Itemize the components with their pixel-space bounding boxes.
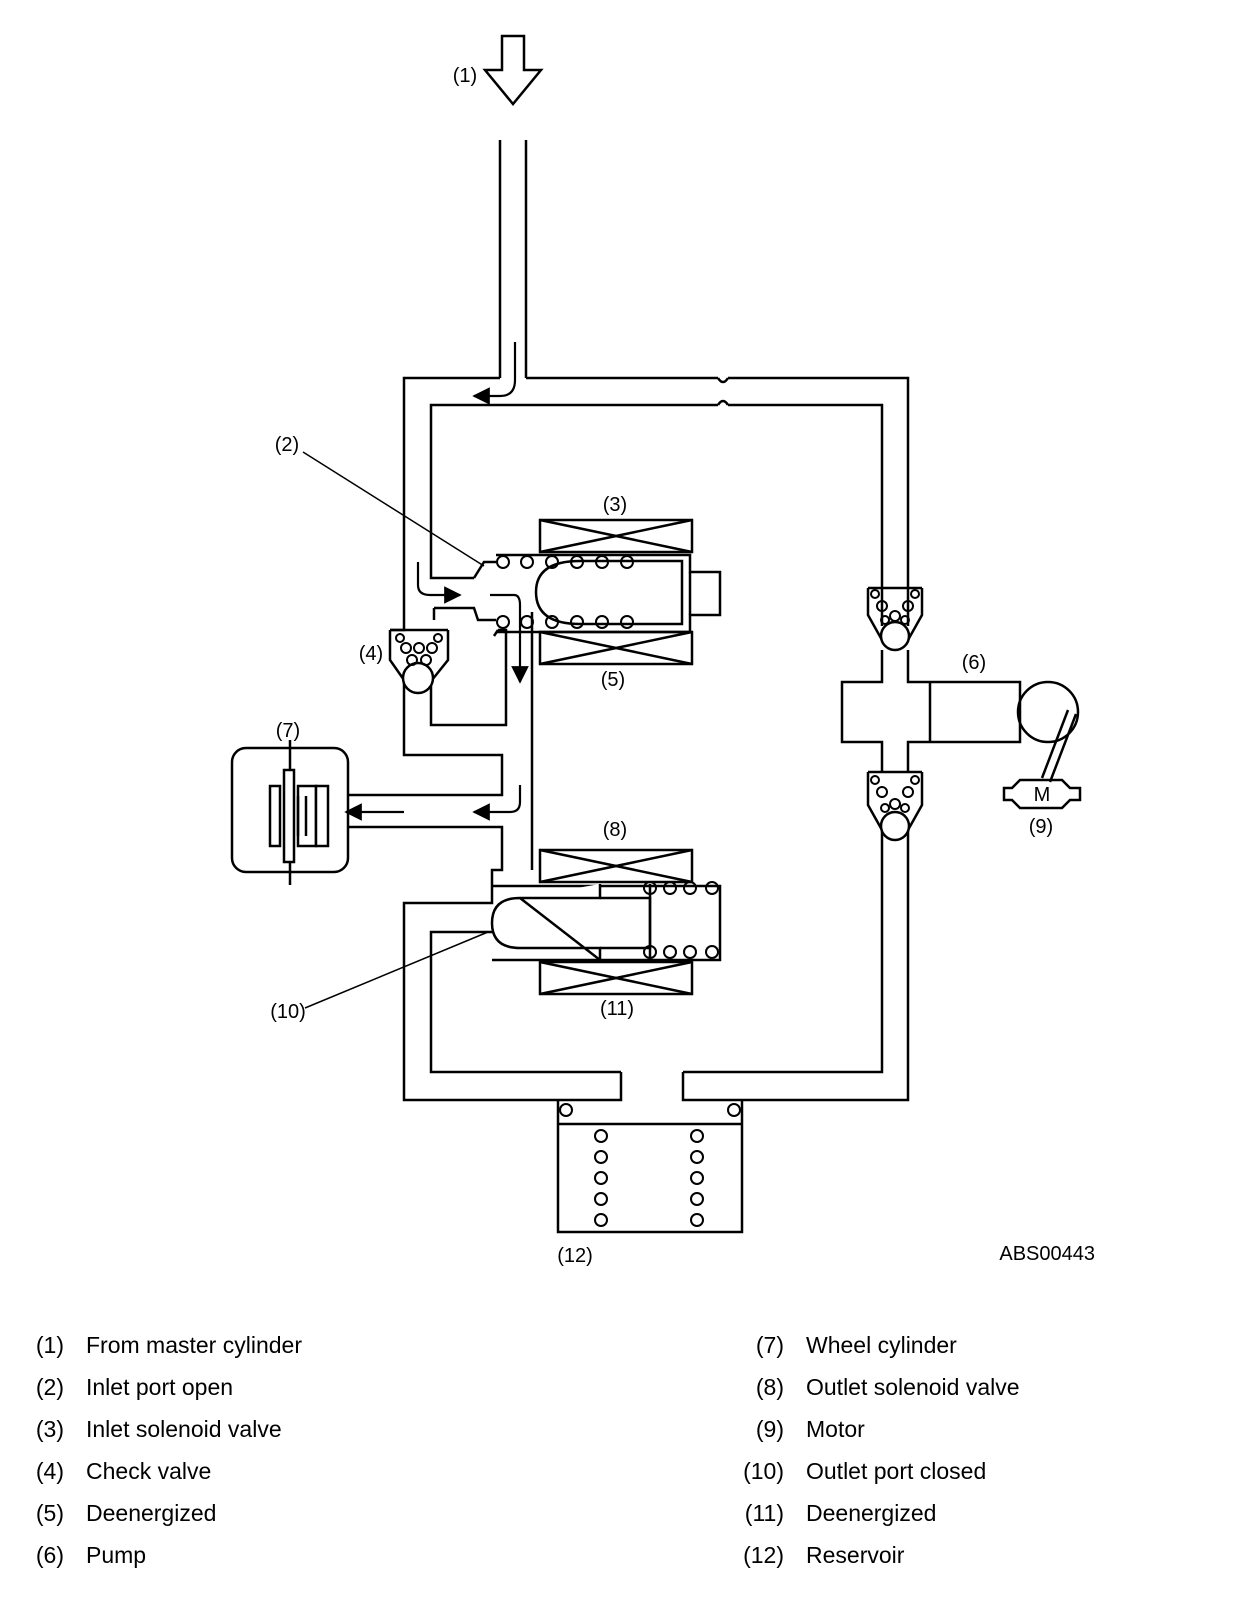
callout-2: (2) — [275, 434, 299, 456]
legend-label: Motor — [806, 1416, 865, 1442]
inlet-valve-body — [496, 553, 722, 634]
legend-label: Inlet solenoid valve — [86, 1416, 282, 1442]
callout-8: (8) — [603, 819, 627, 841]
legend-number: (5) — [35, 1500, 64, 1526]
pipe-notch — [716, 377, 730, 406]
motor-symbol: M — [1034, 784, 1051, 806]
abs-hydraulic-diagram: M (1) (2) (3) (4) (5) (6) (7) (8) (9) (1… — [230, 34, 1095, 1267]
reservoir — [556, 1100, 744, 1234]
inlet-pipe — [498, 140, 528, 378]
wheel-cylinder — [230, 740, 350, 885]
legend-number: (7) — [755, 1332, 784, 1358]
callout-5: (5) — [601, 669, 625, 691]
legend-number: (2) — [35, 1374, 64, 1400]
master-cylinder-inflow-arrow — [482, 34, 544, 106]
callout-6: (6) — [962, 652, 986, 674]
check-valve — [388, 628, 450, 695]
callout-10: (10) — [270, 1001, 306, 1023]
legend-number: (1) — [35, 1332, 64, 1358]
legend-label: Inlet port open — [86, 1374, 234, 1400]
callout-4: (4) — [359, 643, 383, 665]
outlet-solenoid-coil — [538, 848, 694, 996]
callout-7: (7) — [276, 720, 300, 742]
legend-label: Check valve — [86, 1458, 212, 1484]
legend-number: (4) — [35, 1458, 64, 1484]
leader-lines — [302, 451, 489, 1009]
legend-label: Outlet solenoid valve — [806, 1374, 1020, 1400]
circuit-outer-wall — [348, 376, 910, 1102]
inlet-valve-spring — [496, 555, 634, 629]
callout-1: (1) — [453, 65, 477, 87]
inlet-solenoid-coil — [538, 518, 694, 666]
pump — [840, 586, 1080, 842]
legend-label: Reservoir — [806, 1542, 905, 1568]
figure-code: ABS00443 — [999, 1243, 1095, 1265]
legend-number: (11) — [744, 1500, 784, 1526]
callout-12: (12) — [557, 1245, 593, 1267]
legend-number: (10) — [743, 1458, 784, 1484]
legend-label: Outlet port closed — [806, 1458, 987, 1484]
outlet-valve-body — [490, 884, 722, 963]
callout-9: (9) — [1029, 816, 1053, 838]
legend-label: From master cylinder — [86, 1332, 302, 1358]
inlet-port — [432, 560, 500, 637]
legend-number: (9) — [755, 1416, 784, 1442]
legend-number: (8) — [755, 1374, 784, 1400]
outlet-valve-spring — [643, 881, 719, 959]
motor — [1002, 709, 1082, 810]
legend-label: Pump — [86, 1542, 147, 1568]
callout-3: (3) — [603, 494, 627, 516]
legend-label: Wheel cylinder — [806, 1332, 957, 1358]
legend-label: Deenergized — [806, 1500, 937, 1526]
legend-label: Deenergized — [86, 1500, 217, 1526]
legend-number: (12) — [743, 1542, 784, 1568]
callout-11: (11) — [600, 998, 634, 1020]
circuit-inner-wall — [429, 403, 884, 1074]
legend-number: (3) — [35, 1416, 64, 1442]
flow-arrows — [344, 342, 529, 821]
legend-number: (6) — [35, 1542, 64, 1568]
